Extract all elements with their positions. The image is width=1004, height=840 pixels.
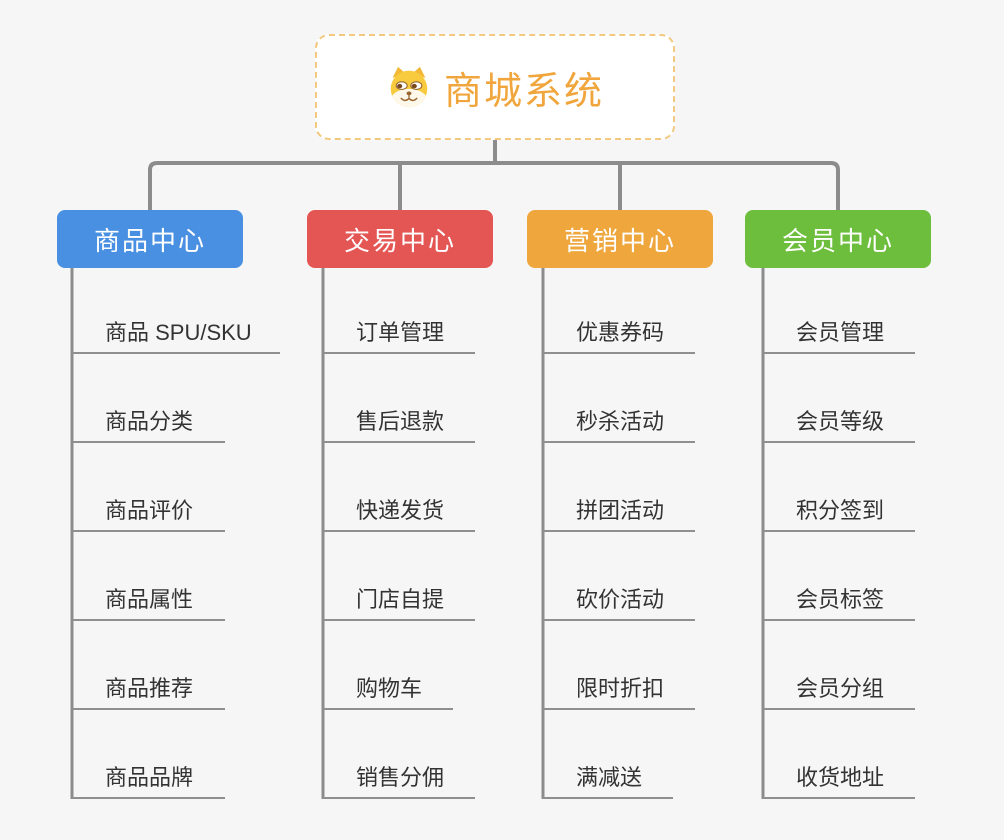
- leaf-label: 积分签到: [796, 498, 885, 523]
- leaf-label: 商品属性: [105, 587, 194, 612]
- leaf-label: 商品 SPU/SKU: [105, 320, 252, 345]
- root-label: 商城系统: [443, 70, 604, 113]
- leaf-item[interactable]: 满减送: [543, 761, 673, 799]
- leaf-label: 商品分类: [105, 409, 194, 434]
- leaf-item[interactable]: 商品评价: [72, 494, 225, 532]
- leaf-item[interactable]: 拼团活动: [543, 494, 695, 532]
- leaf-label: 销售分佣: [356, 765, 445, 790]
- leaf-item[interactable]: 销售分佣: [323, 761, 475, 799]
- branch-label: 会员中心: [781, 225, 894, 256]
- leaf-item[interactable]: 购物车: [323, 672, 453, 710]
- leaf-item[interactable]: 商品品牌: [72, 761, 225, 799]
- leaf-label: 售后退款: [356, 409, 445, 434]
- leaf-label: 商品推荐: [105, 676, 194, 701]
- leaf-item[interactable]: 砍价活动: [543, 583, 695, 621]
- leaf-label: 商品品牌: [105, 765, 194, 790]
- branch-node-product-center[interactable]: 商品中心: [57, 210, 243, 268]
- leaf-item[interactable]: 商品 SPU/SKU: [72, 316, 280, 354]
- leaf-item[interactable]: 收货地址: [763, 761, 915, 799]
- root-node[interactable]: 商城系统: [315, 34, 675, 140]
- branch-label: 营销中心: [563, 225, 676, 256]
- leaf-label: 会员分组: [796, 676, 885, 701]
- leaf-label: 限时折扣: [576, 676, 665, 701]
- leaf-item[interactable]: 会员管理: [763, 316, 915, 354]
- leaf-item[interactable]: 会员等级: [763, 405, 915, 443]
- leaf-label: 优惠券码: [576, 320, 665, 345]
- branch-node-member-center[interactable]: 会员中心: [745, 210, 931, 268]
- leaf-label: 会员标签: [796, 587, 885, 612]
- leaf-item[interactable]: 优惠券码: [543, 316, 695, 354]
- leaf-label: 商品评价: [105, 498, 194, 523]
- branch-node-marketing-center[interactable]: 营销中心: [527, 210, 713, 268]
- leaf-item[interactable]: 会员分组: [763, 672, 915, 710]
- leaf-label: 会员等级: [796, 409, 885, 434]
- leaf-label: 门店自提: [356, 587, 445, 612]
- leaf-label: 快递发货: [356, 498, 445, 523]
- leaf-label: 拼团活动: [576, 498, 665, 523]
- leaf-item[interactable]: 商品属性: [72, 583, 225, 621]
- leaf-item[interactable]: 会员标签: [763, 583, 915, 621]
- leaf-label: 会员管理: [796, 320, 885, 345]
- leaf-item[interactable]: 售后退款: [323, 405, 475, 443]
- leaf-label: 秒杀活动: [576, 409, 665, 434]
- leaf-item[interactable]: 积分签到: [763, 494, 915, 532]
- leaf-label: 订单管理: [356, 320, 445, 345]
- leaf-item[interactable]: 限时折扣: [543, 672, 695, 710]
- leaf-item[interactable]: 门店自提: [323, 583, 475, 621]
- leaf-item[interactable]: 快递发货: [323, 494, 475, 532]
- leaf-label: 满减送: [576, 765, 643, 790]
- leaf-label: 购物车: [356, 676, 423, 701]
- leaf-label: 砍价活动: [576, 587, 665, 612]
- branch-node-trade-center[interactable]: 交易中心: [307, 210, 493, 268]
- leaf-item[interactable]: 订单管理: [323, 316, 475, 354]
- branch-label: 交易中心: [343, 225, 456, 256]
- leaf-label: 收货地址: [796, 765, 885, 790]
- shiba-dog-icon: [390, 66, 428, 108]
- leaf-item[interactable]: 秒杀活动: [543, 405, 695, 443]
- branch-label: 商品中心: [93, 225, 206, 256]
- leaf-item[interactable]: 商品推荐: [72, 672, 225, 710]
- leaf-item[interactable]: 商品分类: [72, 405, 225, 443]
